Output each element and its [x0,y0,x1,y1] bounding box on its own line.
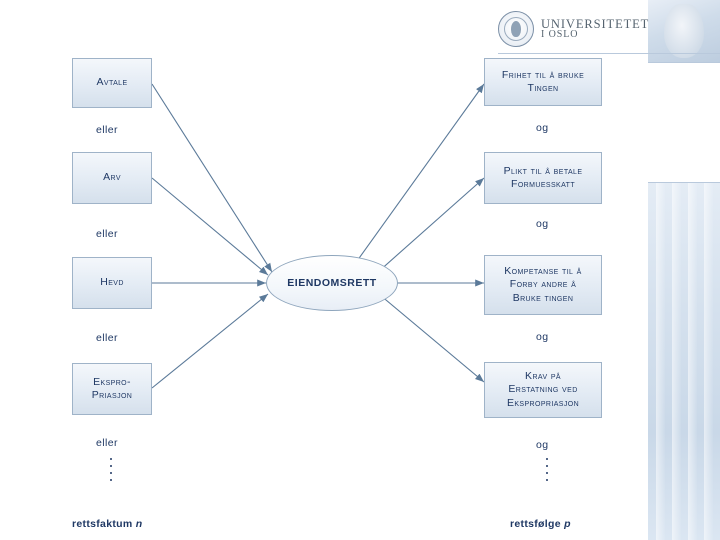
right-box-frihet-line2: tingen [527,82,559,94]
background-strip [648,62,720,182]
right-connector-3: og [536,331,549,343]
right-footer-text: rettsfølge [510,518,561,530]
left-box-hevd[interactable]: Hevd [72,257,152,309]
left-vertical-dots [110,458,112,481]
background-divider-bottom [648,182,720,183]
left-footer-text: rettsfaktum [72,518,133,530]
right-box-plikt-line2: formuesskatt [511,178,575,190]
left-connector-3: eller [96,332,118,344]
uio-logo: UNIVERSITETET I OSLO [498,8,658,50]
right-vertical-dots [546,458,548,481]
left-box-hevd-label: Hevd [100,276,124,289]
uio-logo-line2: I OSLO [541,29,579,41]
left-connector-1: eller [96,124,118,136]
right-connector-4: og [536,439,549,451]
right-box-kompetanse-line3: bruke tingen [512,291,574,304]
left-footer-label: rettsfaktum n [72,518,142,530]
uio-seal-icon [498,11,534,47]
background-column-1 [656,182,665,540]
right-box-kompetanse[interactable]: Kompetanse til å forby andre å bruke tin… [484,255,602,315]
center-node-eiendomsrett[interactable]: EIENDOMSRETT [266,255,398,311]
right-connector-2: og [536,218,549,230]
left-box-avtale-label: Avtale [96,76,128,89]
left-box-avtale[interactable]: Avtale [72,58,152,108]
right-box-krav-line2: erstatning ved [508,383,578,396]
left-box-arv[interactable]: Arv [72,152,152,204]
left-connector-2: eller [96,228,118,240]
left-box-arv-label: Arv [103,171,121,184]
right-box-frihet[interactable]: Frihet til å bruke tingen [484,58,602,106]
right-box-kompetanse-line2: forby andre å [509,278,577,291]
right-connector-1: og [536,122,549,134]
left-connector-4: eller [96,437,118,449]
left-footer-variable: n [135,518,143,530]
right-box-kompetanse-line1: Kompetanse til å [504,265,582,278]
uio-logo-line1: UNIVERSITETET [541,16,650,31]
right-box-krav-line1: Krav på [525,370,561,383]
background-column-2 [672,182,681,540]
background-column-3 [688,182,697,540]
right-box-krav-line3: ekspropriasjon [506,396,580,409]
right-box-krav[interactable]: Krav på erstatning ved ekspropriasjon [484,362,602,418]
center-node-label: EIENDOMSRETT [287,277,377,289]
left-box-ekspropriasjon-line2: priasjon [91,389,133,401]
background-statue-icon [664,4,704,58]
right-footer-label: rettsfølge p [510,518,571,530]
right-box-plikt-line1: Plikt til å betale [503,164,583,177]
right-box-frihet-line1: Frihet til å bruke [501,68,585,81]
header-divider [498,53,720,54]
left-box-ekspropriasjon-line1: Ekspro- [93,375,131,388]
left-box-ekspropriasjon[interactable]: Ekspro- priasjon [72,363,152,415]
background-column-4 [704,182,713,540]
background-divider-top [648,62,720,63]
right-box-plikt[interactable]: Plikt til å betale formuesskatt [484,152,602,204]
right-footer-variable: p [564,518,571,530]
uio-logo-text: UNIVERSITETET I OSLO [541,16,650,41]
